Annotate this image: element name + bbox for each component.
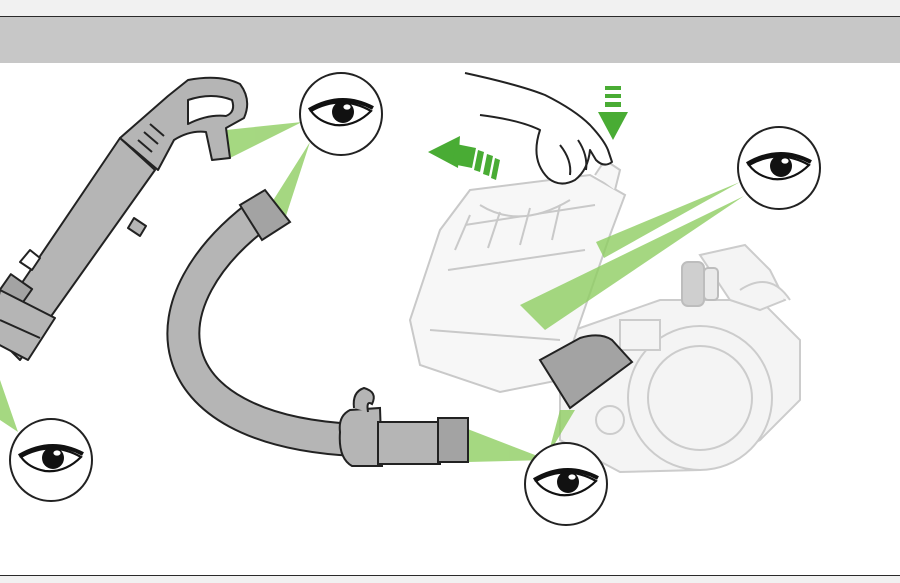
vacuum-inspection-diagram bbox=[0, 72, 821, 526]
eye-icon bbox=[299, 72, 383, 156]
vacuum-body bbox=[559, 243, 801, 474]
arrow-down-icon bbox=[598, 86, 628, 140]
inlet-cover bbox=[538, 334, 634, 410]
diagram-canvas bbox=[0, 63, 900, 575]
hand-icon bbox=[464, 72, 613, 185]
sight-lines bbox=[0, 122, 744, 462]
wand-handle bbox=[0, 76, 249, 361]
eye-icon bbox=[524, 442, 608, 526]
hose bbox=[166, 188, 469, 467]
arrow-left-icon bbox=[428, 136, 500, 180]
eye-icon bbox=[9, 418, 93, 502]
eye-icon bbox=[737, 126, 821, 210]
brush-attachment bbox=[681, 261, 719, 307]
header-bar bbox=[0, 17, 900, 63]
bottom-strip bbox=[0, 575, 900, 583]
top-strip bbox=[0, 0, 900, 17]
cyclone-bin bbox=[408, 158, 627, 394]
